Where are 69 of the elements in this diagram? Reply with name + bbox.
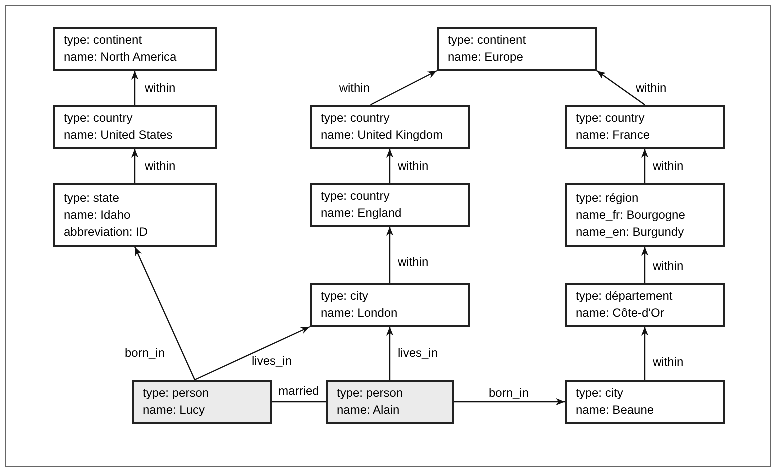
property-text: name: Beaune [576, 402, 656, 419]
person-node [132, 380, 272, 424]
property-text: type: person [337, 385, 404, 402]
edge-label: within [653, 160, 684, 172]
property-text: name: London [321, 305, 399, 322]
arrow [134, 246, 196, 380]
property-text: type: state [64, 190, 120, 206]
property-text: type: country [64, 110, 134, 127]
edge-label: within [398, 160, 429, 172]
arrow [131, 149, 139, 183]
property-text: name: North America [64, 49, 178, 66]
property-text: name: England [321, 205, 403, 222]
vertex-node [310, 283, 470, 327]
vertex-node [437, 27, 597, 71]
property-text: name: Lucy [143, 402, 206, 419]
property-text: type: département [576, 288, 674, 305]
edge-label: within [145, 82, 176, 94]
property-text: name: Europe [448, 49, 524, 66]
vertex-node [310, 105, 470, 149]
property-text: type: country [321, 188, 391, 205]
vertex-node [565, 380, 725, 424]
person-node [326, 380, 454, 424]
property-text: abbreviation: ID [64, 224, 150, 240]
property-text: type: city [576, 385, 624, 402]
property-text: name: Côte-d'Or [576, 305, 666, 322]
property-text: name: United States [64, 127, 174, 144]
edge-label: born_in [488, 387, 530, 399]
arrow [386, 327, 394, 380]
property-text: type: city [321, 288, 370, 305]
vertex-node [53, 27, 217, 71]
vertex-node [53, 183, 217, 247]
property-text: type: country [321, 110, 391, 127]
arrow [641, 247, 649, 283]
property-text: name_fr: Bourgogne [576, 206, 686, 224]
edge-label: lives_in [398, 347, 438, 359]
vertex-node [310, 183, 470, 227]
arrow [131, 71, 139, 105]
property-text: type: région [576, 190, 640, 206]
edge-label: within [653, 260, 684, 272]
arrow [386, 149, 394, 183]
property-text: type: person [143, 385, 210, 402]
arrow [641, 149, 649, 183]
arrow [370, 70, 438, 106]
arrow [386, 227, 394, 283]
edge-label: within [398, 256, 429, 268]
edge-label: lives_in [252, 355, 292, 367]
edge-label: within [653, 356, 684, 368]
edge-label: within [339, 82, 370, 94]
vertex-node [565, 183, 725, 247]
arrow [596, 70, 646, 106]
edge-label: within [636, 82, 667, 94]
edge-label: married [278, 385, 320, 397]
arrow [454, 398, 565, 406]
connector-line [272, 401, 326, 403]
arrow [641, 327, 649, 380]
vertex-node [565, 105, 725, 149]
property-text: name: France [576, 127, 652, 144]
edge-label: within [145, 160, 176, 172]
vertex-node [53, 105, 217, 149]
property-text: name: United Kingdom [321, 127, 444, 144]
vertex-node [565, 283, 725, 327]
property-text: name: Alain [337, 402, 401, 419]
property-text: name_en: Burgundy [576, 224, 686, 240]
edge-label: born_in [124, 347, 166, 359]
property-text: type: continent [448, 32, 528, 49]
property-text: name: Idaho [64, 206, 132, 224]
arrow [194, 326, 310, 381]
property-text: type: continent [64, 32, 144, 49]
property-text: type: country [576, 110, 646, 127]
